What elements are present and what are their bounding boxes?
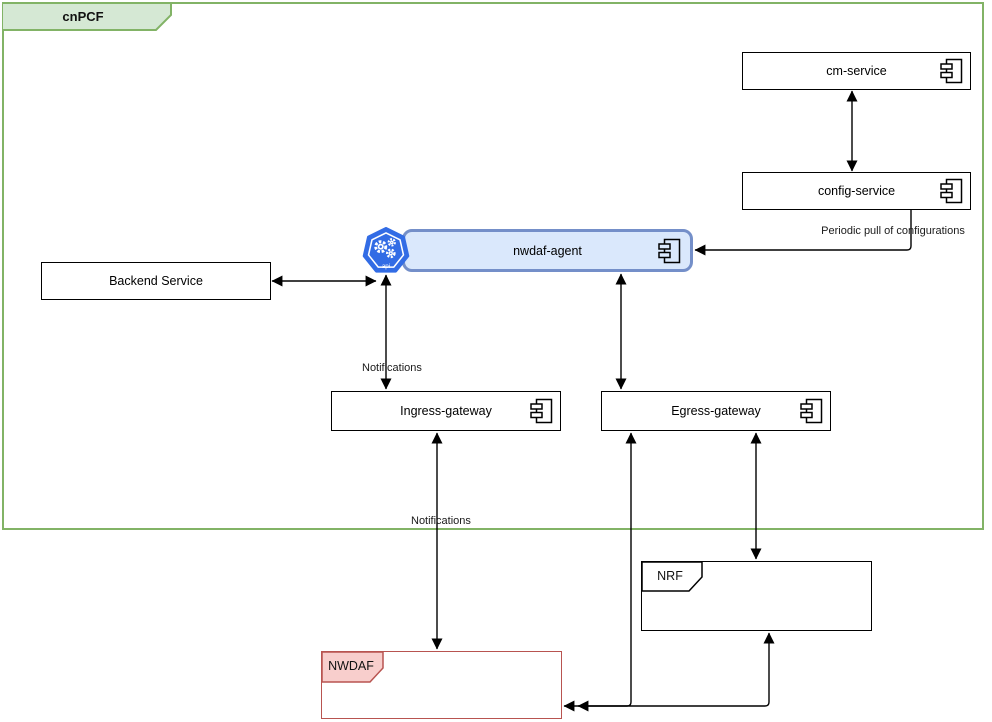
node-egress-gateway: Egress-gateway: [601, 391, 831, 431]
node-nwdaf-agent: nwdaf-agent: [402, 229, 693, 272]
kubernetes-api-icon: api: [362, 227, 410, 273]
component-icon: [530, 398, 553, 424]
component-icon: [658, 238, 681, 263]
component-icon: [940, 178, 963, 204]
nrf-tab-shape: [641, 561, 703, 592]
edge-label-periodic-pull: Periodic pull of configurations: [821, 225, 965, 237]
cm-service-label: cm-service: [826, 64, 887, 78]
nwdaf-tab-shape: [321, 651, 384, 683]
gear-glyphs: [374, 238, 396, 259]
backend-service-label: Backend Service: [109, 274, 203, 288]
node-ingress-gateway: Ingress-gateway: [331, 391, 561, 431]
config-service-label: config-service: [817, 184, 896, 198]
node-config-service: config-service: [742, 172, 971, 210]
cnpcf-container-boundary: [2, 2, 984, 530]
node-backend-service: Backend Service: [41, 262, 271, 300]
api-icon-label: api: [382, 263, 390, 270]
component-icon: [800, 398, 823, 424]
node-cm-service: cm-service: [742, 52, 971, 90]
cnpcf-label: cnPCF: [62, 8, 104, 24]
cnpcf-tab-shape: [2, 2, 172, 31]
edge-nwdaf-nrf: [577, 632, 775, 712]
egress-gateway-label: Egress-gateway: [671, 404, 761, 418]
nwdaf-label: NWDAF: [328, 659, 374, 673]
nwdaf-agent-label: nwdaf-agent: [513, 243, 582, 258]
edge-label-notifications-agent-ingress: Notifications: [362, 362, 422, 374]
ingress-gateway-label: Ingress-gateway: [400, 404, 492, 418]
component-icon: [940, 58, 963, 84]
edge-label-notifications-ingress-nwdaf: Notifications: [411, 515, 471, 527]
nrf-label: NRF: [657, 568, 683, 583]
